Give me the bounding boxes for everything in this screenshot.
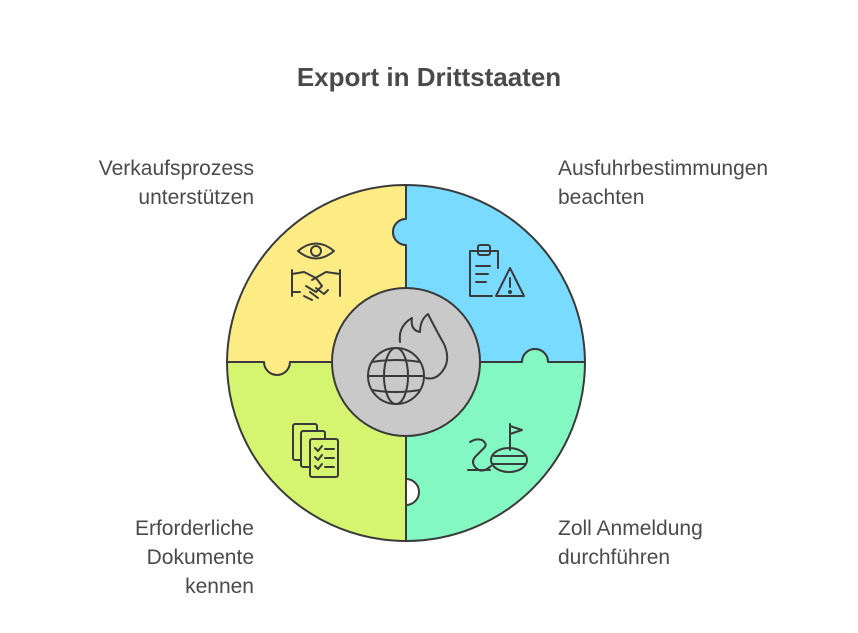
label-verkaufsprozess: Verkaufsprozess unterstützen bbox=[98, 157, 254, 209]
diagram-title: Export in Drittstaaten bbox=[296, 62, 562, 92]
label-ausfuhrbestimmungen: Ausfuhrbestimmungen beachten bbox=[558, 157, 769, 209]
label-dokumente: Erforderliche Dokumente kennen bbox=[134, 517, 254, 598]
handshake-eye-icon bbox=[291, 242, 341, 301]
route-flag-icon bbox=[467, 423, 528, 473]
documents-checklist-icon bbox=[292, 423, 339, 478]
clipboard-warning-icon bbox=[469, 244, 525, 297]
label-zoll-anmeldung: Zoll Anmeldung durchführen bbox=[558, 517, 703, 569]
globe-flame-icon bbox=[367, 313, 449, 405]
